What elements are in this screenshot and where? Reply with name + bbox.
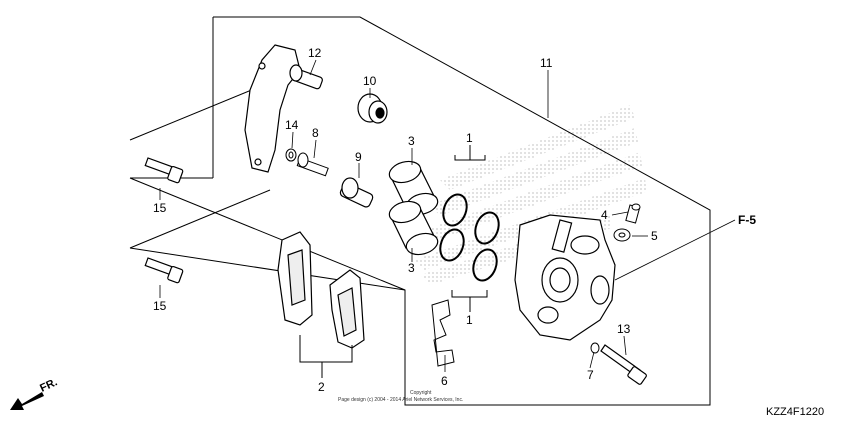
caliper-body [514, 214, 616, 341]
front-direction-arrow-icon: FR. [10, 376, 59, 410]
bleed-bolt-8 [296, 152, 329, 177]
washer-14 [285, 148, 297, 162]
label-7: 7 [587, 368, 594, 382]
sleeve-pin-9 [339, 177, 374, 208]
label-2: 2 [318, 380, 325, 394]
label-12: 12 [308, 46, 322, 60]
label-6: 6 [441, 374, 448, 388]
label-5: 5 [651, 229, 658, 243]
washer-7 [590, 342, 600, 354]
piston-seals-1 [439, 145, 500, 312]
label-10: 10 [363, 74, 377, 88]
label-3-bottom: 3 [408, 261, 415, 275]
label-4: 4 [601, 208, 608, 222]
label-15-bottom: 15 [153, 299, 167, 313]
label-8: 8 [312, 126, 319, 140]
part-number-labels: 12 10 11 14 8 1 3 9 15 4 5 3 15 1 13 7 6… [153, 46, 658, 394]
mounting-bolts-15 [144, 157, 184, 284]
front-label: FR. [38, 376, 59, 394]
label-9: 9 [355, 150, 362, 164]
label-15-top: 15 [153, 201, 167, 215]
label-11: 11 [540, 56, 553, 70]
label-13: 13 [617, 322, 631, 336]
label-1-bottom: 1 [466, 313, 473, 327]
copyright-line-2: Page design (c) 2004 - 2014 Ariel Networ… [338, 397, 463, 403]
bleeder-screw-4 [625, 203, 641, 224]
pin-bolt-13 [600, 344, 647, 385]
label-3-top: 3 [408, 134, 415, 148]
bleeder-cap-5 [613, 228, 631, 242]
label-14: 14 [285, 118, 299, 132]
caliper-bracket [244, 44, 323, 173]
diagram-code: KZZ4F1220 [766, 406, 824, 418]
label-1-top: 1 [466, 131, 473, 145]
brake-pads-2 [277, 231, 365, 378]
copyright-line-1: Copyright [410, 390, 432, 396]
pad-spring-6 [431, 299, 455, 367]
leader-lines [159, 59, 736, 372]
reference-label: F-5 [738, 213, 756, 227]
pin-boot [357, 93, 388, 124]
pistons-3 [388, 160, 439, 256]
